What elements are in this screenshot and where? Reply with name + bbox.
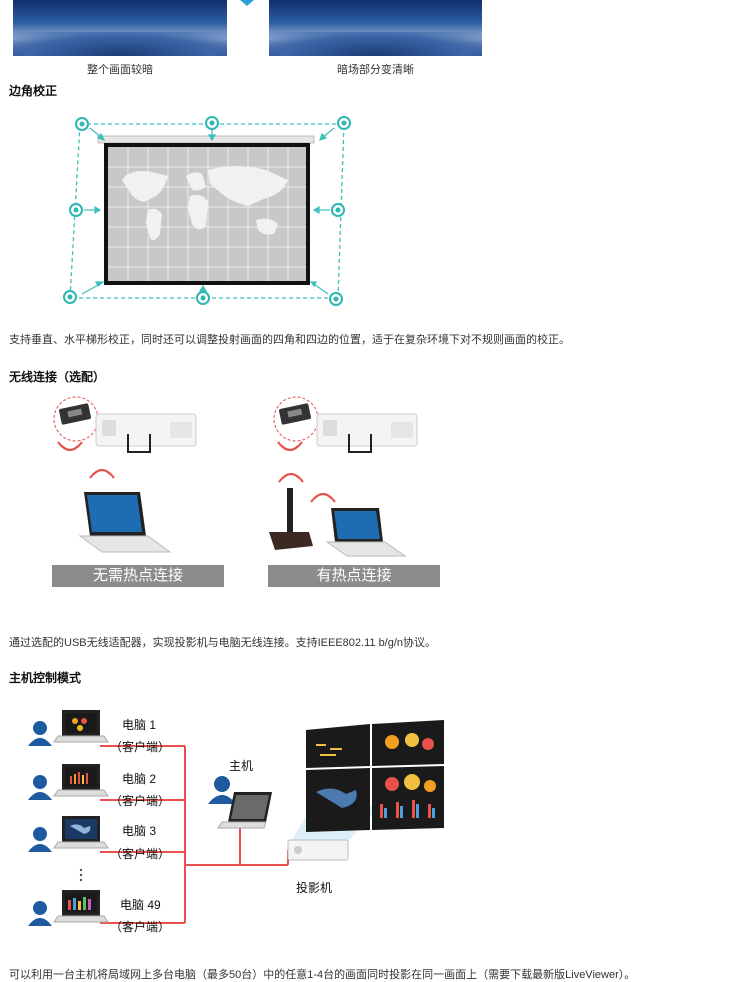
corner-correction-description: 支持垂直、水平梯形校正，同时还可以调整投射画面的四角和四边的位置，适于在复杂环境… (9, 334, 570, 346)
corner-correction-heading: 边角校正 (9, 84, 58, 98)
no-hotspot-label: 无需热点连接 (52, 565, 224, 587)
screen-diagram (63, 116, 351, 306)
wireless-router-illustration (269, 396, 418, 557)
projector-label: 投影机 (296, 881, 333, 895)
corner-correction-illustration (60, 110, 355, 310)
hotspot-label: 有热点连接 (268, 565, 440, 587)
comparison-right-caption: 暗场部分变清晰 (337, 64, 414, 76)
host-label: 主机 (229, 759, 254, 773)
wireless-scenario-no-hotspot (50, 392, 230, 562)
comparison-image-dark (13, 0, 227, 56)
client-2-name: 电脑 2 (122, 772, 157, 786)
client-49-name: 电脑 49 (120, 898, 161, 912)
client-2-role: （客户端） (110, 794, 171, 808)
wireless-heading: 无线连接（选配） (9, 370, 106, 384)
client-1-name: 电脑 1 (122, 718, 157, 732)
network-diagram (28, 710, 444, 926)
wireless-direct-illustration (53, 396, 197, 553)
comparison-left-caption: 整个画面较暗 (87, 64, 153, 76)
host-control-heading: 主机控制模式 (9, 671, 82, 685)
client-computers (28, 710, 109, 926)
client-3-name: 电脑 3 (122, 824, 157, 838)
host-control-diagram (20, 700, 460, 945)
client-49-role: （客户端） (110, 920, 171, 934)
client-3-role: （客户端） (110, 847, 171, 861)
arrow-right-icon (240, 0, 254, 6)
video-wall (306, 720, 444, 832)
comparison-image-clear (269, 0, 482, 56)
wireless-description: 通过选配的USB无线适配器，实现投影机与电脑无线连接。支持IEEE802.11 … (9, 637, 437, 649)
host-computer (208, 776, 272, 829)
wireless-scenario-hotspot (265, 392, 445, 562)
client-1-role: （客户端） (110, 740, 171, 754)
host-control-description: 可以利用一台主机将局域网上多台电脑（最多50台）中的任意1-4台的画面同时投影在… (9, 969, 636, 981)
